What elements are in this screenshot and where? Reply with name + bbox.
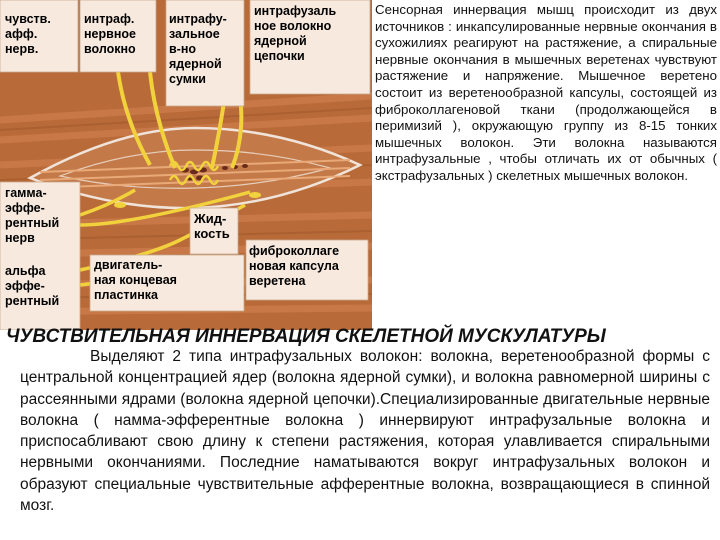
label-alpha-efferent: альфа эффе- рентный — [5, 264, 60, 308]
spiral-endings — [168, 160, 220, 186]
label-motor-endplate: двигатель- ная концевая пластинка — [94, 258, 177, 302]
muscle-spindle-illustration: чувств. афф. нерв. интраф. нервное волок… — [0, 0, 372, 330]
section-title: Чувствительная иннервация скелетной муск… — [6, 326, 606, 347]
label-nuclear-bag-fiber: интрафу- зальное в-но ядерной сумки — [169, 12, 227, 86]
intrafusal-fibers-description: Выделяют 2 типа интрафузальных волокон: … — [20, 348, 710, 515]
label-nuclear-chain-fiber: интрафузаль ное волокно ядерной цепочки — [254, 4, 337, 63]
spindle-drawing — [0, 0, 372, 330]
sensory-nerves — [116, 71, 244, 169]
sensory-innervation-description: Сенсорная иннервация мышц происходит из … — [375, 2, 717, 183]
label-spindle-capsule: фиброколлаге новая капсула веретена — [249, 244, 340, 288]
label-fluid: Жид- кость — [194, 211, 230, 241]
label-sensory-afferent-nerve: чувств. афф. нерв. — [5, 12, 51, 56]
label-intrafusal-nerve-fiber: интраф. нервное волокно — [84, 12, 136, 56]
label-gamma-efferent-nerve: гамма- эффе- рентный нерв — [5, 186, 60, 245]
label-panels — [0, 0, 371, 330]
